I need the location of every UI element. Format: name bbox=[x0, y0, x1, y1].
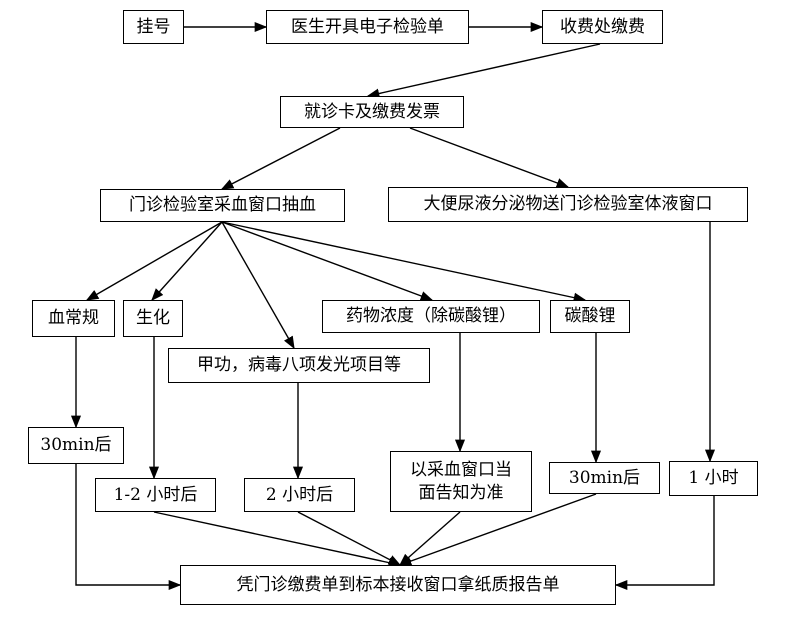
edge-n14-n18 bbox=[297, 511, 402, 566]
edge-n5-n9 bbox=[221, 221, 434, 301]
edge-n15-n18 bbox=[399, 511, 461, 566]
edge-n5-n10 bbox=[221, 221, 587, 303]
node-collect-paper-report: 凭门诊缴费单到标本接收窗口拿纸质报告单 bbox=[180, 565, 616, 605]
node-lithium-carbonate: 碳酸锂 bbox=[550, 300, 630, 333]
edge-n13-n18 bbox=[153, 511, 402, 568]
node-blood-draw-window: 门诊检验室采血窗口抽血 bbox=[100, 189, 345, 222]
node-drug-concentration: 药物浓度（除碳酸锂） bbox=[322, 300, 540, 333]
node-time-30min-lithium: 30min后 bbox=[549, 462, 660, 494]
edge-n5-n7 bbox=[85, 221, 223, 301]
edge-n5-n8 bbox=[151, 221, 223, 301]
node-doctor-orders-lab-test: 医生开具电子检验单 bbox=[266, 10, 469, 44]
node-payment-counter: 收费处缴费 bbox=[542, 10, 663, 44]
node-time-2-hours: 2 小时后 bbox=[244, 478, 355, 512]
node-card-and-receipt: 就诊卡及缴费发票 bbox=[280, 96, 464, 128]
node-body-fluid-window: 大便尿液分泌物送门诊检验室体液窗口 bbox=[388, 187, 748, 222]
node-time-30min-blood-routine: 30min后 bbox=[28, 427, 124, 464]
node-time-1-hour: 1 小时 bbox=[669, 461, 758, 496]
node-blood-routine: 血常规 bbox=[32, 300, 115, 337]
node-as-told-at-window: 以采血窗口当 面告知为准 bbox=[390, 451, 532, 512]
node-time-1-2-hours: 1-2 小时后 bbox=[95, 478, 216, 512]
edge-n17-n18 bbox=[614, 496, 715, 591]
node-biochemistry: 生化 bbox=[123, 300, 183, 337]
node-registration: 挂号 bbox=[123, 10, 184, 44]
edge-n3-n4 bbox=[366, 43, 601, 99]
node-thyroid-virus-luminescence: 甲功，病毒八项发光项目等 bbox=[168, 348, 430, 383]
edge-n12-n18 bbox=[75, 464, 182, 591]
edge-n16-n18 bbox=[398, 493, 597, 566]
edge-n5-n11 bbox=[221, 221, 295, 350]
edge-n4-n5 bbox=[220, 127, 341, 190]
edge-n4-n6 bbox=[409, 127, 570, 188]
